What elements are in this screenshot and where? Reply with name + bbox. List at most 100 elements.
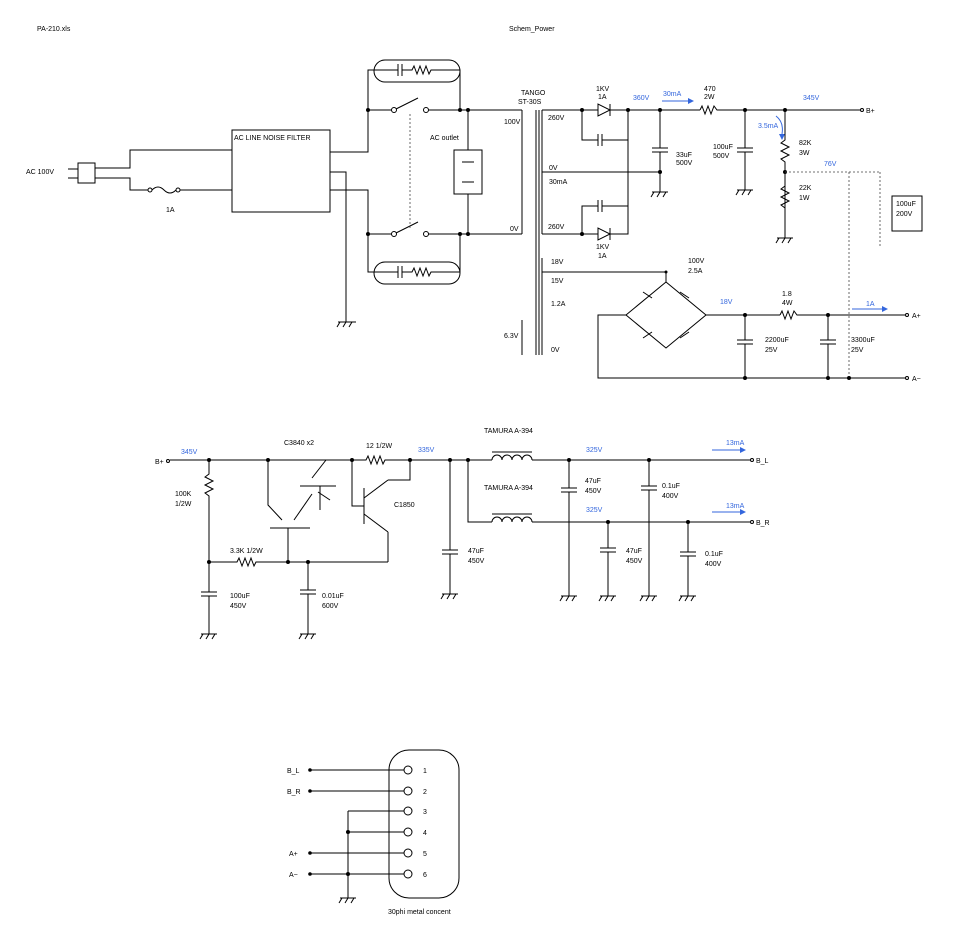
svg-text:B_L: B_L (756, 458, 769, 465)
svg-text:360V: 360V (633, 95, 650, 102)
svg-text:0.01uF: 0.01uF (322, 593, 344, 600)
svg-text:500V: 500V (713, 153, 730, 160)
file-name: PA-210.xls (37, 26, 71, 33)
svg-text:18V: 18V (720, 299, 733, 306)
svg-text:450V: 450V (585, 488, 602, 495)
pin-number: 1 (423, 768, 427, 775)
svg-text:15V: 15V (551, 278, 564, 285)
svg-text:400V: 400V (705, 561, 722, 568)
hv-rectifier: 1KV 1A 1KV 1A 33uF 500V 360V 30mA (542, 86, 923, 380)
svg-text:33uF: 33uF (676, 152, 692, 159)
connector-title: 30phi metal concent (388, 909, 451, 916)
svg-text:12 1/2W: 12 1/2W (366, 443, 392, 450)
ac-outlet-label: AC outlet (430, 135, 459, 142)
sheet-name: Schem_Power (509, 26, 555, 33)
svg-text:B+: B+ (155, 459, 164, 466)
svg-text:30mA: 30mA (549, 179, 568, 186)
svg-text:A+: A+ (912, 313, 921, 320)
noise-filter-box (231, 129, 331, 213)
svg-text:100V: 100V (688, 258, 705, 265)
svg-text:TAMURA A-394: TAMURA A-394 (484, 485, 533, 492)
svg-text:2200uF: 2200uF (765, 337, 789, 344)
svg-text:470: 470 (704, 86, 716, 93)
svg-text:100uF: 100uF (896, 201, 916, 208)
power-switch: AC outlet (366, 59, 522, 285)
svg-text:2W: 2W (704, 94, 715, 101)
noise-filter-label: AC LINE NOISE FILTER (234, 135, 311, 142)
svg-text:1KV: 1KV (596, 244, 610, 251)
ac-input-section: AC 100V 1A AC LINE NOISE FILTER (26, 110, 369, 328)
svg-text:1KV: 1KV (596, 86, 610, 93)
svg-text:47uF: 47uF (626, 548, 642, 555)
optional-cap-box (891, 195, 923, 232)
hv-regulator: B+ 345V 100K 1/2W 100uF 450V 3.3K 1/2W C… (155, 428, 770, 640)
svg-text:25V: 25V (765, 347, 778, 354)
svg-text:325V: 325V (586, 447, 603, 454)
svg-text:450V: 450V (230, 603, 247, 610)
svg-text:1.8: 1.8 (782, 291, 792, 298)
svg-text:C3840 x2: C3840 x2 (284, 440, 314, 447)
svg-text:450V: 450V (626, 558, 643, 565)
svg-text:260V: 260V (548, 224, 565, 231)
svg-text:25V: 25V (851, 347, 864, 354)
svg-text:100V: 100V (504, 119, 521, 126)
svg-text:1A: 1A (866, 301, 875, 308)
output-connector: B_L B_R A+ A− 1 2 3 4 5 6 30phi metal co… (287, 749, 460, 916)
svg-text:0V: 0V (510, 226, 519, 233)
svg-text:47uF: 47uF (468, 548, 484, 555)
svg-text:100K: 100K (175, 491, 192, 498)
svg-text:325V: 325V (586, 507, 603, 514)
pin-number: 2 (423, 789, 427, 796)
pin-number: 5 (423, 851, 427, 858)
svg-text:C1850: C1850 (394, 502, 415, 509)
pin-number: 4 (423, 830, 427, 837)
svg-text:1A: 1A (598, 94, 607, 101)
pin-signal: B_L (287, 768, 300, 775)
pin-signal: A− (289, 872, 298, 879)
svg-text:76V: 76V (824, 161, 837, 168)
svg-text:4W: 4W (782, 300, 793, 307)
svg-text:2.5A: 2.5A (688, 268, 703, 275)
svg-text:0V: 0V (551, 347, 560, 354)
svg-text:0.1uF: 0.1uF (705, 551, 723, 558)
svg-text:450V: 450V (468, 558, 485, 565)
svg-text:500V: 500V (676, 160, 693, 167)
svg-text:TANGO: TANGO (521, 90, 546, 97)
svg-text:TAMURA A-394: TAMURA A-394 (484, 428, 533, 435)
svg-text:345V: 345V (803, 95, 820, 102)
svg-text:600V: 600V (322, 603, 339, 610)
svg-text:0V: 0V (549, 165, 558, 172)
svg-text:AC 100V: AC 100V (26, 169, 54, 176)
svg-text:13mA: 13mA (726, 503, 745, 510)
svg-text:A−: A− (912, 376, 921, 383)
svg-text:260V: 260V (548, 115, 565, 122)
svg-text:1.2A: 1.2A (551, 301, 566, 308)
svg-text:82K: 82K (799, 140, 812, 147)
power-transformer: TANGO ST-30S 100V 0V 260V 0V 30mA 260V 1… (504, 90, 568, 355)
svg-text:22K: 22K (799, 185, 812, 192)
pin-number: 6 (423, 872, 427, 879)
svg-text:3W: 3W (799, 150, 810, 157)
svg-text:3300uF: 3300uF (851, 337, 875, 344)
svg-text:3.3K 1/2W: 3.3K 1/2W (230, 548, 263, 555)
svg-text:200V: 200V (896, 211, 913, 218)
pin-number: 3 (423, 809, 427, 816)
pin-signal: B_R (287, 789, 301, 796)
svg-text:6.3V: 6.3V (504, 333, 519, 340)
fuse-label: 1A (166, 207, 175, 214)
svg-text:1A: 1A (598, 253, 607, 260)
svg-text:18V: 18V (551, 259, 564, 266)
svg-text:B+: B+ (866, 108, 875, 115)
svg-text:ST-30S: ST-30S (518, 99, 542, 106)
svg-text:B_R: B_R (756, 520, 770, 527)
svg-text:47uF: 47uF (585, 478, 601, 485)
svg-text:345V: 345V (181, 449, 198, 456)
svg-text:1W: 1W (799, 195, 810, 202)
svg-text:1/2W: 1/2W (175, 501, 192, 508)
svg-text:400V: 400V (662, 493, 679, 500)
pin-signal: A+ (289, 851, 298, 858)
svg-text:100uF: 100uF (230, 593, 250, 600)
svg-text:3.5mA: 3.5mA (758, 123, 779, 130)
lv-rectifier: 100V 2.5A 18V 1.8 4W 1A A+ A− 2200uF 25V… (542, 258, 921, 383)
